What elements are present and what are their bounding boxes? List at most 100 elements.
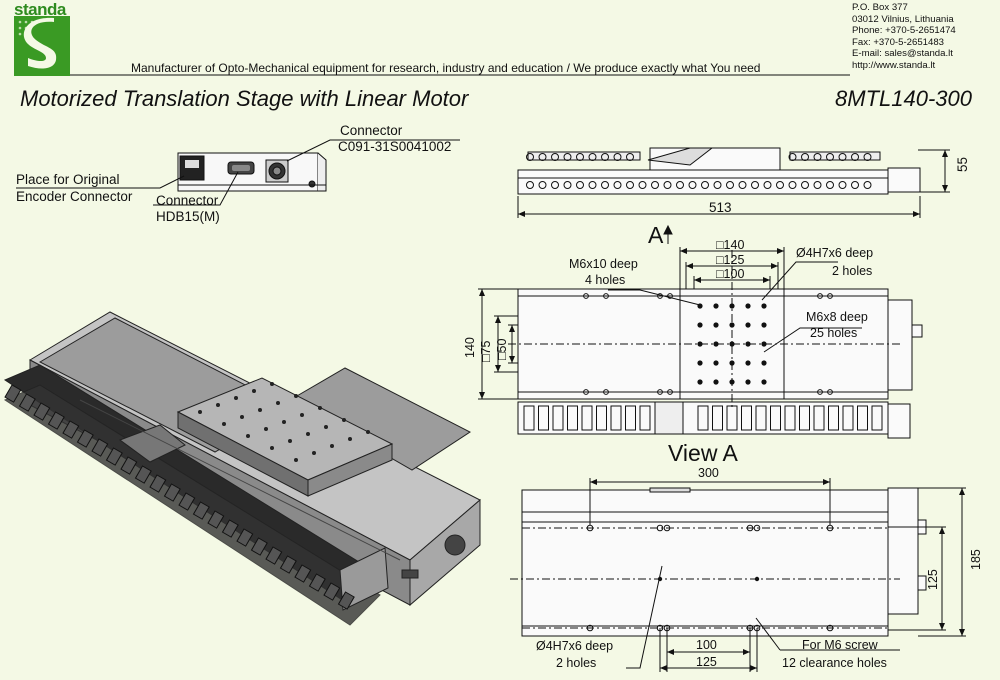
mounting-hole bbox=[729, 303, 735, 309]
encoder-leader bbox=[16, 175, 185, 189]
chain-link bbox=[799, 405, 810, 431]
rail-hole bbox=[667, 293, 673, 299]
chain-link bbox=[526, 181, 534, 189]
chain-link bbox=[701, 181, 709, 189]
mounting-hole bbox=[729, 341, 735, 347]
mounting-hole bbox=[761, 341, 767, 347]
contact-po-box: P.O. Box 377 bbox=[852, 2, 908, 13]
mounting-hole bbox=[713, 379, 719, 385]
chain-link bbox=[149, 474, 167, 493]
mounting-hole bbox=[745, 303, 751, 309]
dim-sq75: □75 bbox=[479, 340, 493, 362]
m6screw-leader bbox=[755, 617, 781, 651]
logo-text: standa bbox=[14, 0, 66, 19]
contact-fax: Fax: +370-5-2651483 bbox=[852, 36, 945, 48]
mounting-hole bbox=[713, 303, 719, 309]
chain-link bbox=[576, 181, 584, 189]
carriage-hole bbox=[300, 413, 304, 417]
chain-link bbox=[236, 528, 254, 547]
mounting-hole bbox=[761, 379, 767, 385]
chain-link bbox=[279, 555, 297, 574]
carriage-hole bbox=[246, 434, 250, 438]
contact-address: 03012 Vilnius, Lithuania bbox=[852, 13, 954, 25]
rail-hole bbox=[827, 293, 833, 299]
clearance-hole bbox=[656, 624, 664, 632]
chain-link bbox=[523, 405, 535, 431]
carriage-hole bbox=[234, 396, 238, 400]
top-view bbox=[517, 288, 923, 439]
dim-300: 300 bbox=[698, 466, 719, 480]
dim-sq125: □125 bbox=[716, 253, 745, 267]
chain-link bbox=[726, 181, 734, 189]
mounting-hole bbox=[697, 322, 703, 328]
chain-link bbox=[576, 153, 584, 161]
carriage-hole bbox=[270, 446, 274, 450]
clearance-hole bbox=[663, 624, 671, 632]
d4h7-holes: 2 holes bbox=[832, 264, 873, 278]
rail-hole bbox=[583, 389, 589, 395]
clearance-hole bbox=[746, 624, 754, 632]
chain-link bbox=[639, 405, 651, 431]
mounting-hole bbox=[761, 322, 767, 328]
chain-link bbox=[738, 181, 747, 189]
isometric-stage-view bbox=[3, 311, 481, 626]
chain-link bbox=[713, 181, 722, 189]
view-a bbox=[521, 487, 927, 637]
chain-link bbox=[105, 447, 123, 466]
carriage-hole bbox=[312, 451, 316, 455]
connector-end-view bbox=[177, 152, 327, 192]
mounting-hole bbox=[713, 360, 719, 366]
mounting-hole bbox=[713, 322, 719, 328]
chain-link bbox=[4, 384, 22, 403]
chain-link bbox=[813, 181, 822, 189]
isometric-carriage-holes bbox=[198, 382, 370, 462]
chain-link bbox=[134, 465, 152, 484]
chain-link bbox=[294, 564, 312, 583]
clearance-hole bbox=[586, 524, 594, 532]
chain-link bbox=[601, 153, 609, 161]
dim-513: 513 bbox=[709, 200, 732, 215]
mounting-hole bbox=[713, 341, 719, 347]
m6x10-leader bbox=[608, 289, 701, 306]
chain-link bbox=[250, 537, 268, 556]
chain-link bbox=[871, 405, 883, 431]
chain-link bbox=[581, 405, 593, 431]
chain-link bbox=[62, 420, 80, 439]
view-a-d4h7-label: Ø4H7x6 deep bbox=[536, 639, 614, 653]
carriage-hole bbox=[216, 403, 220, 407]
chain-link bbox=[663, 181, 672, 189]
carriage-hole bbox=[276, 401, 280, 405]
chain-link bbox=[18, 393, 36, 412]
contact-website[interactable]: http://www.standa.lt bbox=[852, 59, 936, 71]
m6x10-holes: 4 holes bbox=[585, 273, 626, 287]
rail-hole bbox=[657, 293, 663, 299]
rail-hole bbox=[827, 389, 833, 395]
chain-link bbox=[626, 153, 634, 161]
carriage-hole bbox=[198, 410, 202, 414]
carriage-hole bbox=[282, 420, 286, 424]
carriage-hole bbox=[252, 389, 256, 393]
chain-link bbox=[163, 483, 181, 502]
chain-link bbox=[613, 181, 622, 189]
rail-hole bbox=[817, 293, 823, 299]
chain-link bbox=[838, 181, 847, 189]
chain-link bbox=[828, 405, 839, 431]
mounting-hole bbox=[761, 303, 767, 309]
m6x8-label: M6x8 deep bbox=[806, 310, 868, 324]
chain-link bbox=[563, 181, 572, 189]
clearance-hole bbox=[826, 524, 834, 532]
chain-link bbox=[676, 181, 684, 189]
chain-link bbox=[76, 429, 94, 448]
chain-link bbox=[610, 405, 622, 431]
carriage-hole bbox=[240, 415, 244, 419]
mounting-hole bbox=[761, 360, 767, 366]
chain-link bbox=[857, 405, 868, 431]
chain-link bbox=[826, 181, 834, 189]
chain-link bbox=[813, 405, 825, 431]
chain-link bbox=[551, 153, 559, 161]
mounting-hole bbox=[729, 360, 735, 366]
mounting-hole bbox=[697, 360, 703, 366]
rail-hole bbox=[657, 389, 663, 395]
side-view bbox=[517, 147, 921, 195]
